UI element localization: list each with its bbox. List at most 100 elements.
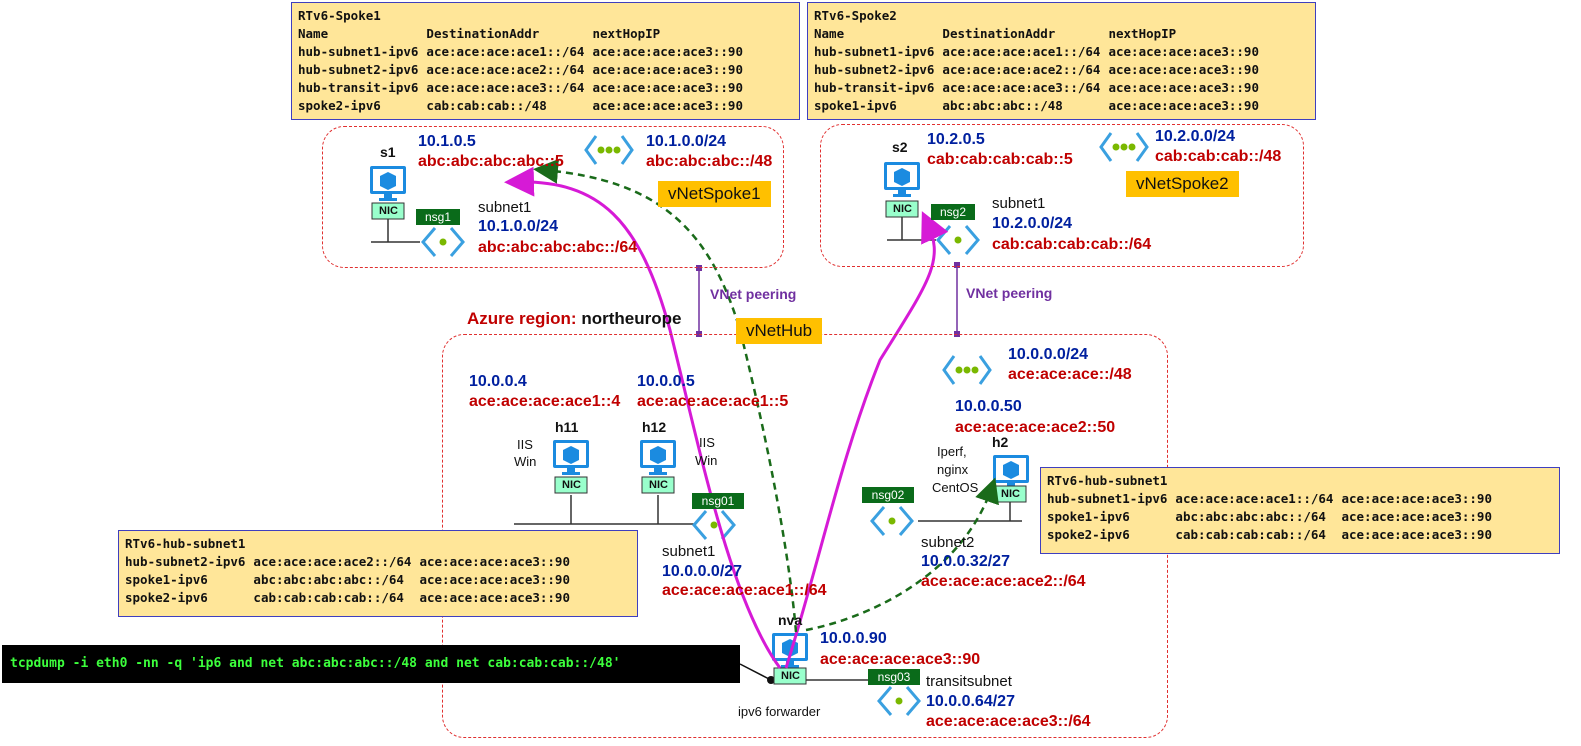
cell: ace:ace:ace:ace3::90: [1341, 527, 1492, 542]
cell: ace:ace:ace:ace3::/64: [942, 80, 1101, 95]
s2-nic-label: NIC: [893, 203, 912, 215]
s2-nic-icon[interactable]: [885, 200, 919, 218]
h2-nic-label: NIC: [1001, 488, 1020, 500]
hub-subnet2-name: subnet2: [921, 534, 975, 551]
hub-subnet1-ipv6: ace:ace:ace:ace1::/64: [662, 582, 827, 599]
hub-space-ipv4: 10.0.0.0/24: [1008, 346, 1089, 363]
table-row: hub-transit-ipv6 ace:ace:ace:ace3::/64 ace…: [298, 79, 751, 97]
cell: ace:ace:ace:ace2::/64: [253, 554, 412, 569]
h2-os-3: CentOS: [932, 480, 979, 495]
col-header: Name: [298, 26, 329, 41]
tcpdump-command: tcpdump -i eth0 -nn -q 'ip6 and net abc:…: [2, 645, 740, 683]
cell: ace:ace:ace:ace3::90: [419, 590, 570, 605]
h2-ipv4: 10.0.0.50: [955, 398, 1022, 415]
nsg02-badge[interactable]: nsg02: [862, 487, 914, 503]
h12-ipv4: 10.0.0.5: [637, 373, 695, 390]
table-header-row: Name DestinationAddr nextHopIP: [814, 25, 1267, 43]
spoke1-space-ipv4: 10.1.0.0/24: [646, 133, 727, 150]
col-header: DestinationAddr: [942, 26, 1056, 41]
nsg03-badge[interactable]: nsg03: [868, 669, 920, 685]
h12-nic-icon[interactable]: [641, 476, 675, 494]
h11-nic-label: NIC: [562, 479, 581, 491]
col-header: Name: [814, 26, 845, 41]
peering-label-2: VNet peering: [966, 285, 1053, 301]
route-table-title: RTv6-Spoke1: [298, 8, 381, 23]
region-prefix: Azure region: [467, 309, 571, 328]
h12-nic-label: NIC: [649, 479, 668, 491]
route-table-grid: Name DestinationAddr nextHopIP hub-subne…: [814, 25, 1267, 115]
nsg01-badge[interactable]: nsg01: [692, 493, 744, 509]
flow-nva-to-h2: [805, 477, 999, 632]
nva-nic-icon[interactable]: [773, 667, 807, 685]
route-table-title: RTv6-hub-subnet1: [1047, 473, 1168, 488]
h11-name: h11: [555, 419, 579, 435]
cell: abc:abc:abc::/48: [942, 98, 1063, 113]
region-name: northeurope: [581, 309, 682, 328]
spoke2-subnet-ipv4: 10.2.0.0/24: [992, 215, 1073, 232]
cell: ace:ace:ace:ace3::/64: [426, 80, 585, 95]
col-header: nextHopIP: [592, 26, 661, 41]
spoke2-subnet-ipv6: cab:cab:cab:cab::/64: [992, 236, 1152, 253]
hub-subnet2-ipv4: 10.0.0.32/27: [921, 553, 1010, 570]
route-table-title: RTv6-hub-subnet1: [125, 536, 246, 551]
spoke2-subnet-name: subnet1: [992, 195, 1046, 212]
h11-ipv6: ace:ace:ace:ace1::4: [469, 393, 621, 410]
vnet-spoke2-label: vNetSpoke2: [1126, 171, 1239, 197]
h12-os-2: Win: [695, 453, 718, 468]
vnet-hub-label: vNetHub: [736, 318, 823, 344]
h12-os-1: IIS: [699, 435, 715, 450]
nva-ipv4: 10.0.0.90: [820, 630, 887, 647]
cell: hub-subnet1-ipv6: [814, 44, 935, 59]
spoke1-subnet-name: subnet1: [478, 199, 532, 216]
table-header-row: Name DestinationAddr nextHopIP: [298, 25, 751, 43]
cell: hub-transit-ipv6: [298, 80, 419, 95]
nsg2-badge[interactable]: nsg2: [931, 204, 975, 220]
cell: ace:ace:ace:ace1::/64: [426, 44, 585, 59]
cell: hub-subnet1-ipv6: [1047, 491, 1168, 506]
s2-ipv4: 10.2.0.5: [927, 131, 985, 148]
flow-nva-to-s1: [504, 166, 782, 669]
cell: spoke1-ipv6: [125, 572, 208, 587]
spoke2-space-ipv4: 10.2.0.0/24: [1155, 128, 1236, 145]
flow-nva-to-s2: [784, 211, 949, 669]
cell: ace:ace:ace:ace3::90: [419, 572, 570, 587]
table-row: hub-subnet1-ipv6 ace:ace:ace:ace1::/64 ace…: [298, 43, 751, 61]
route-table-spoke2: RTv6-Spoke2 Name DestinationAddr nextHop…: [807, 2, 1316, 120]
table-row: hub-transit-ipv6 ace:ace:ace:ace3::/64 ace…: [814, 79, 1267, 97]
cell: ace:ace:ace:ace3::90: [1108, 44, 1259, 59]
nsg1-badge[interactable]: nsg1: [416, 209, 460, 225]
cell: hub-subnet1-ipv6: [298, 44, 419, 59]
cell: cab:cab:cab:cab::/64: [253, 590, 404, 605]
peering-label-1: VNet peering: [710, 286, 797, 302]
route-table-grid: Name DestinationAddr nextHopIP hub-subne…: [298, 25, 751, 115]
spoke1-subnet-ipv4: 10.1.0.0/24: [478, 218, 559, 235]
cell: abc:abc:abc:abc::/64: [253, 572, 404, 587]
s1-ipv4: 10.1.0.5: [418, 133, 476, 150]
peering-1-top-dot: [696, 265, 702, 271]
cell: ace:ace:ace:ace2::/64: [942, 62, 1101, 77]
cell: ace:ace:ace:ace3::90: [1108, 98, 1259, 113]
col-header: nextHopIP: [1108, 26, 1177, 41]
cell: ace:ace:ace:ace3::90: [592, 80, 743, 95]
hub-space-ipv6: ace:ace:ace::/48: [1008, 366, 1132, 383]
transit-subnet-name: transitsubnet: [926, 673, 1012, 690]
cell: ace:ace:ace:ace3::90: [592, 62, 743, 77]
s1-nic-icon[interactable]: [371, 202, 405, 220]
cell: ace:ace:ace:ace3::90: [592, 44, 743, 59]
cell: ace:ace:ace:ace3::90: [1108, 80, 1259, 95]
h2-os-1: Iperf,: [937, 444, 967, 459]
s2-ipv6: cab:cab:cab:cab::5: [927, 151, 1073, 168]
cell: hub-transit-ipv6: [814, 80, 935, 95]
nva-nic-label: NIC: [781, 670, 800, 682]
spoke1-space-ipv6: abc:abc:abc::/48: [646, 153, 773, 170]
tcpdump-pointer: [739, 663, 772, 681]
h11-nic-icon[interactable]: [554, 476, 588, 494]
